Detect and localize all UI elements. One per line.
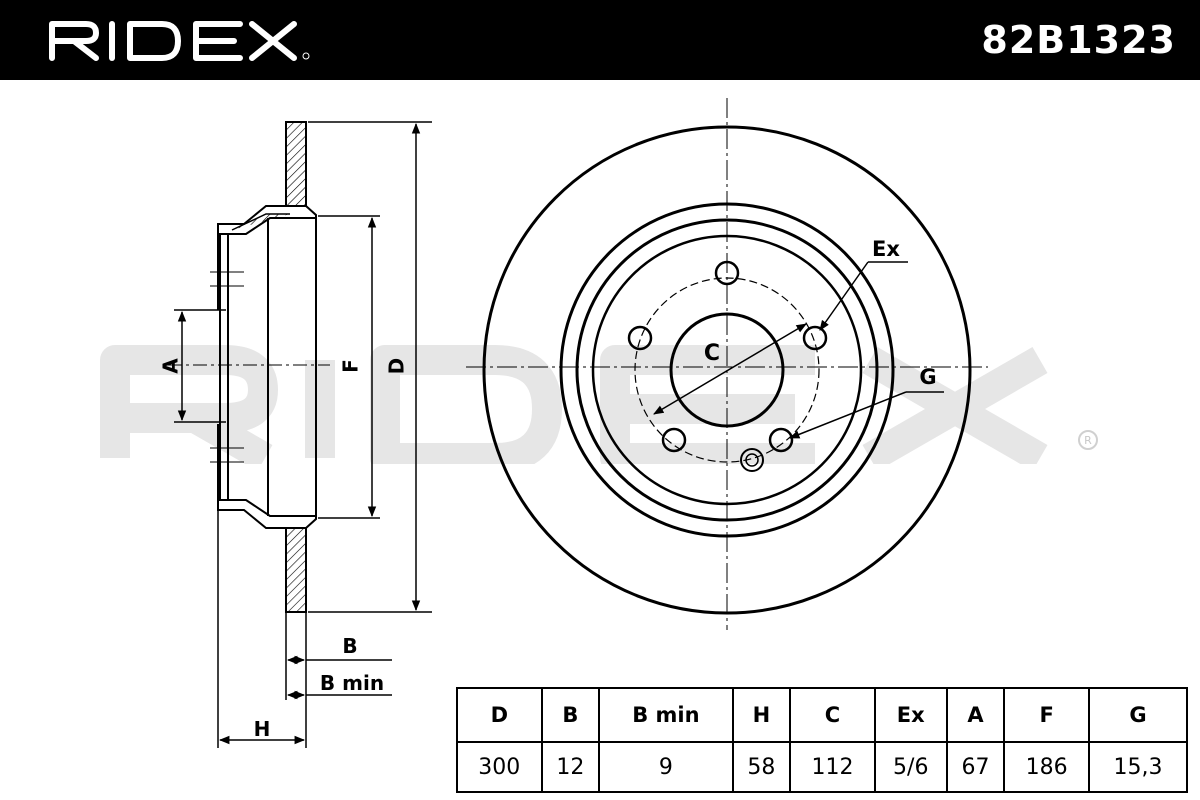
spec-value: 9	[598, 741, 734, 793]
dimension-d	[308, 121, 432, 613]
label-b: B	[342, 634, 357, 658]
header-bar: 82B1323	[0, 0, 1200, 80]
spec-header: Ex	[873, 687, 948, 743]
front-view	[466, 98, 988, 630]
spec-header: D	[456, 687, 543, 743]
label-h: H	[254, 717, 271, 741]
spec-value: 112	[789, 741, 876, 793]
label-g: G	[919, 365, 936, 389]
spec-value: 12	[540, 741, 601, 793]
specs-header-row: D B B min H C Ex A F G	[456, 687, 1189, 743]
technical-drawing: A F D B B min H	[159, 98, 988, 748]
spec-value: 186	[1003, 741, 1090, 793]
spec-value: 58	[731, 741, 792, 793]
spec-header: C	[789, 687, 876, 743]
specs-value-row: 300 12 9 58 112 5/6 67 186 15,3	[456, 741, 1189, 793]
label-c: C	[704, 341, 720, 366]
spec-header: G	[1087, 687, 1189, 743]
specs-table: D B B min H C Ex A F G 300 12 9 58 112 5…	[456, 687, 1189, 793]
spec-value: 300	[456, 741, 543, 793]
dimension-g	[789, 391, 944, 439]
spec-header: B	[540, 687, 601, 743]
label-a: A	[159, 358, 183, 374]
dimension-b-h	[217, 504, 392, 748]
spec-header: B min	[598, 687, 734, 743]
part-number: 82B1323	[981, 18, 1176, 62]
label-b-min: B min	[320, 671, 384, 695]
label-ex: Ex	[872, 237, 900, 261]
label-f: F	[339, 359, 363, 373]
spec-value: 15,3	[1087, 741, 1189, 793]
dimension-c	[653, 323, 807, 415]
side-section-view	[168, 121, 330, 613]
ridex-logo	[49, 21, 310, 61]
spec-value: 67	[945, 741, 1006, 793]
spec-header: A	[945, 687, 1006, 743]
spec-header: F	[1003, 687, 1090, 743]
dimension-ex	[819, 261, 908, 331]
spec-header: H	[731, 687, 792, 743]
dimension-a	[174, 309, 226, 423]
label-d: D	[385, 358, 409, 375]
dimension-f	[318, 215, 380, 519]
svg-text:R: R	[1084, 434, 1092, 447]
spec-value: 5/6	[873, 741, 948, 793]
